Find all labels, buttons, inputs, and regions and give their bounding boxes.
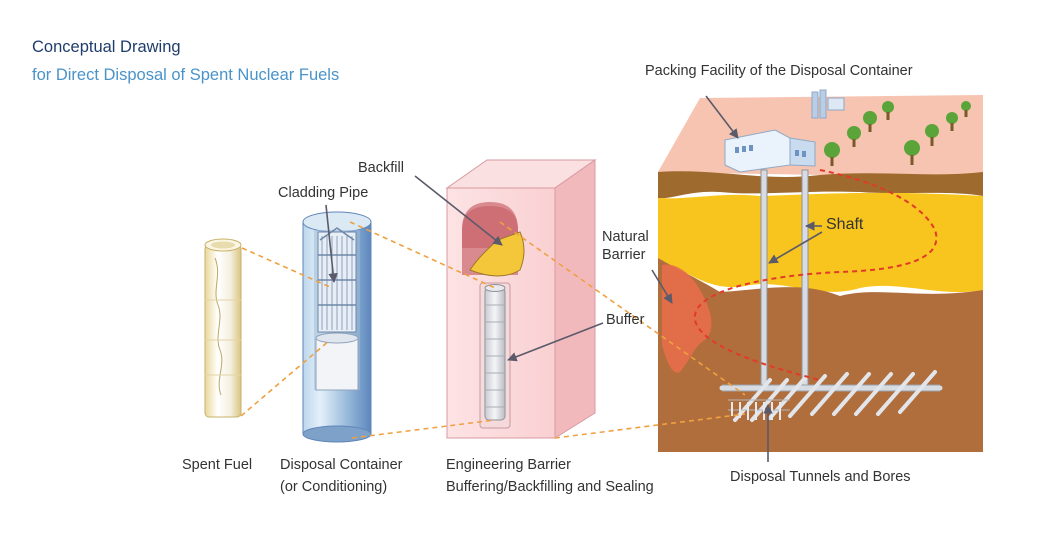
page-title: Conceptual Drawing [32, 38, 181, 56]
engineering-barrier-block [445, 159, 597, 439]
pointer-arrows [325, 95, 823, 462]
label-buffer: Buffer [606, 312, 645, 328]
label-spent-fuel: Spent Fuel [182, 457, 253, 473]
label-natural-barrier-line2: Barrier [602, 247, 646, 263]
label-packing-facility: Packing Facility of the Disposal Contain… [645, 63, 913, 79]
connector-lines [240, 221, 746, 439]
label-engineering-barrier-line1: Engineering Barrier [446, 457, 571, 473]
label-disposal-tunnels: Disposal Tunnels and Bores [730, 469, 911, 485]
disposal-container [302, 211, 372, 443]
label-cladding-pipe: Cladding Pipe [278, 185, 369, 201]
label-engineering-barrier-line2: Buffering/Backfilling and Sealing [446, 479, 654, 495]
page-subtitle: for Direct Disposal of Spent Nuclear Fue… [32, 66, 340, 84]
label-disposal-container-line2: (or Conditioning) [280, 479, 388, 495]
label-disposal-container-line1: Disposal Container [280, 457, 403, 473]
label-natural-barrier-line1: Natural [602, 229, 649, 245]
repository-cross-section [658, 89, 983, 452]
label-backfill: Backfill [358, 160, 404, 176]
spent-fuel-rod [204, 238, 242, 418]
label-shaft: Shaft [826, 216, 864, 233]
